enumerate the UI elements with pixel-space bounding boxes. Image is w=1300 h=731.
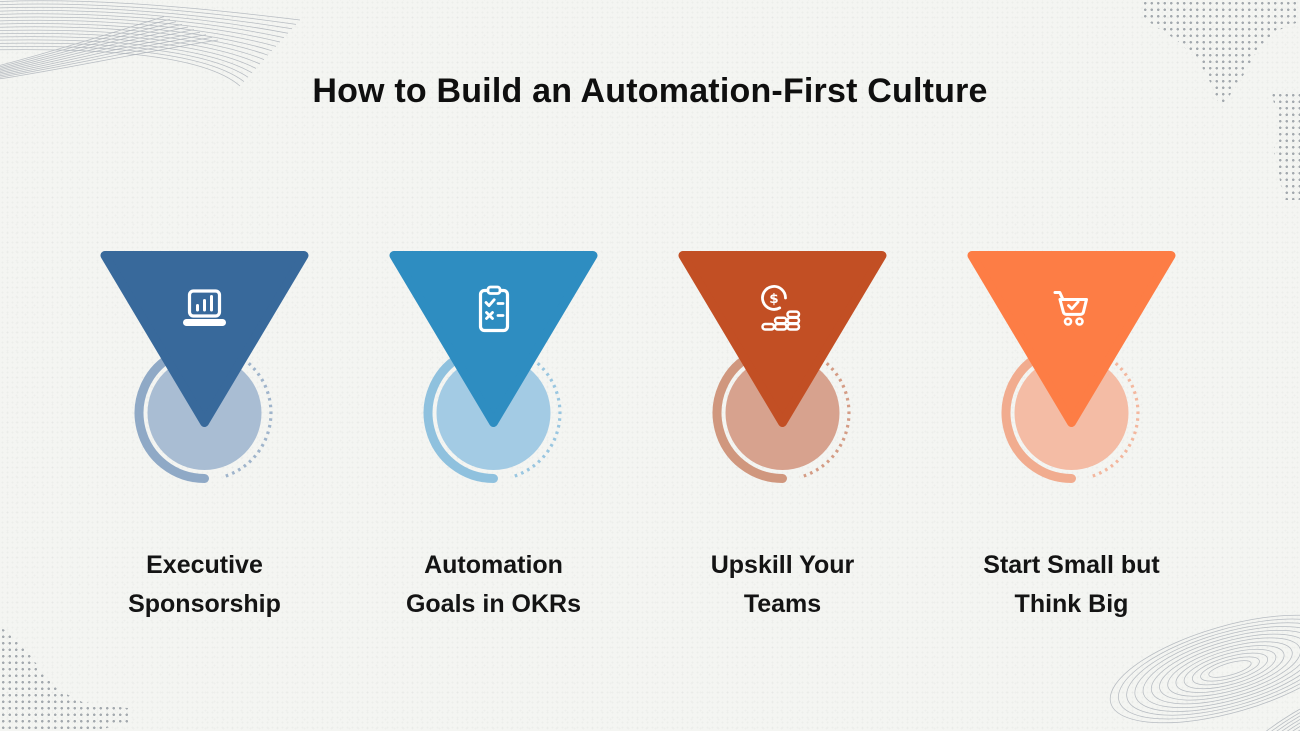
item-label: Automation Goals in OKRs <box>405 551 582 618</box>
item-label: Start Small but Think Big <box>983 551 1160 618</box>
item-label: Executive Sponsorship <box>128 551 281 618</box>
triangle-shape <box>967 251 1176 427</box>
progress-arc <box>134 350 209 483</box>
funnel-graphic <box>100 251 309 483</box>
triangle-shape <box>678 251 887 427</box>
dotted-arc <box>1088 354 1140 479</box>
shopping-cart-check-icon <box>1053 291 1088 326</box>
dotted-arc <box>510 354 562 479</box>
progress-arc <box>1001 350 1076 483</box>
funnel-item-start-small-but-think-big: Start Small but Think Big <box>967 250 1177 624</box>
dollar-coins-icon: $ <box>761 285 801 331</box>
progress-arc <box>423 350 498 483</box>
checklist-clipboard-icon <box>478 285 510 333</box>
dollar-symbol: $ <box>769 291 778 307</box>
funnel-graphic <box>389 251 598 483</box>
funnel-graphic: $ <box>678 251 887 483</box>
dotted-arc <box>221 354 273 479</box>
funnel-item-upskill-your-teams: $ Upskill Your Teams <box>678 250 888 624</box>
triangle-shape <box>100 251 309 427</box>
funnel-graphic <box>967 251 1176 483</box>
triangle-shape <box>389 251 598 427</box>
page-title: How to Build an Automation-First Culture <box>312 72 988 110</box>
dotted-arc <box>799 354 851 479</box>
laptop-bar-chart-icon <box>183 289 226 326</box>
funnel-item-automation-goals-in-okrs: Automation Goals in OKRs <box>389 250 599 624</box>
dotted-map-decoration-bottom-left <box>0 627 128 731</box>
progress-arc <box>712 350 787 483</box>
funnel-items-row: Executive Sponsorship Automation Goals i… <box>100 250 1177 624</box>
item-label: Upskill Your Teams <box>710 551 855 618</box>
funnel-item-executive-sponsorship: Executive Sponsorship <box>100 250 310 624</box>
